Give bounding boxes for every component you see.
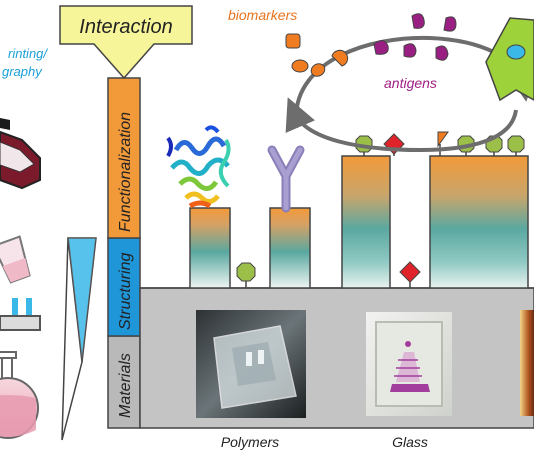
pillar-2 (269, 207, 311, 289)
cell-icon (485, 17, 534, 102)
materials-label: Materials (117, 353, 134, 418)
structuring-bar (107, 237, 141, 337)
structuring-label: Structuring (117, 253, 134, 330)
process-flow-wedge (61, 237, 97, 441)
third-material-photo (520, 310, 534, 416)
green-octagon-icon (236, 262, 256, 288)
interaction-arrow: Interaction (59, 5, 193, 80)
pillar-1 (189, 207, 231, 289)
green-octagon-icon (507, 135, 525, 156)
red-diamond-icon (383, 133, 405, 156)
printing-label-bottom: graphy (2, 64, 43, 79)
left-fabrication-panel: rinting/ graphy (0, 46, 48, 439)
flask-icon (0, 351, 39, 439)
antibody-icon (267, 145, 305, 213)
glass-label: Glass (392, 434, 428, 450)
pillars (140, 155, 534, 289)
biomarkers-cluster: biomarkers (228, 7, 349, 77)
beaker-icon (0, 235, 31, 284)
antigens-label: antigens (384, 75, 437, 91)
polymers-label: Polymers (221, 434, 279, 450)
biomarkers-label: biomarkers (228, 7, 297, 23)
orange-triangle-icon (437, 131, 449, 156)
printer-icon (0, 118, 41, 190)
pillar-3 (341, 155, 391, 289)
protein-structure-icon (166, 125, 231, 209)
layer-stack: Materials Structuring Functionalization (107, 77, 141, 429)
printing-label-top: rinting/ (8, 46, 48, 61)
mold-tray-icon (0, 298, 41, 331)
polymer-chip-photo (196, 310, 306, 418)
surface-markers (236, 131, 525, 288)
functionalization-label: Functionalization (117, 112, 134, 232)
antigens-cluster: antigens (373, 13, 457, 91)
pillar-4 (429, 155, 529, 289)
red-diamond-icon (399, 261, 421, 288)
glass-chip-photo (366, 312, 452, 416)
interaction-label: Interaction (79, 16, 172, 38)
materials-bar (107, 335, 141, 429)
